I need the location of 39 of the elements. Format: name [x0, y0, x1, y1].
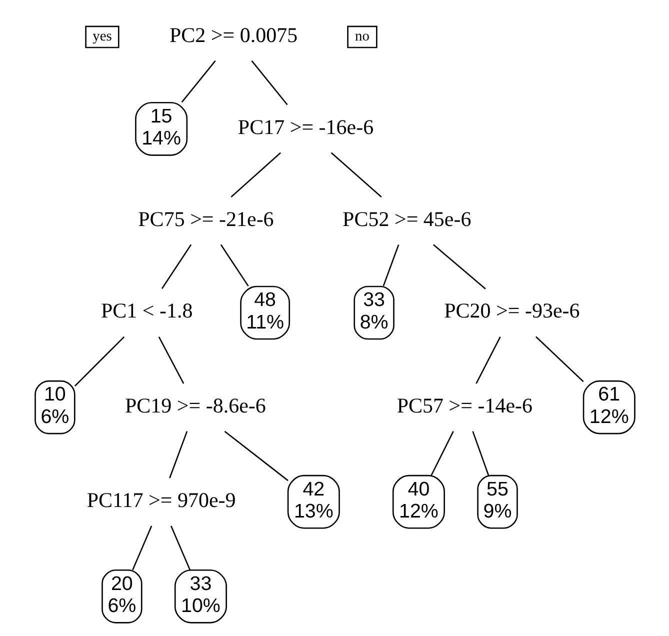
- node-text: PC75 >= -21e-6: [138, 206, 274, 231]
- connector: [168, 431, 188, 478]
- node-text: PC1 < -1.8: [100, 298, 192, 323]
- node-text: PC2 >= 0.0075: [168, 22, 298, 47]
- connector: [250, 60, 288, 106]
- connector: [432, 244, 486, 290]
- node-text: PC17 >= -16e-6: [237, 114, 374, 139]
- node-text: PC19 >= -8.6e-6: [124, 393, 266, 418]
- connector: [160, 244, 192, 289]
- connector: [180, 60, 216, 103]
- node-text: PC117 >= 970e-9: [86, 488, 236, 512]
- node-box: 15 14%: [134, 102, 188, 156]
- connector: [224, 430, 288, 482]
- connector: [430, 431, 454, 476]
- node-text: PC52 >= 45e-6: [342, 206, 471, 231]
- connector: [220, 244, 248, 286]
- node-box: 40 12%: [392, 474, 444, 529]
- connector: [230, 152, 281, 198]
- node-text: PC20 >= -93e-6: [444, 298, 580, 323]
- node-box: 42 13%: [286, 474, 340, 529]
- connector: [170, 526, 190, 570]
- node-box: no: [346, 26, 377, 48]
- node-box: 48 11%: [240, 286, 290, 340]
- node-box: 61 12%: [582, 380, 635, 434]
- connector: [535, 336, 584, 382]
- node-box: 55 9%: [476, 474, 518, 529]
- node-box: 33 10%: [174, 569, 226, 624]
- connector: [330, 152, 382, 198]
- node-text: PC57 >= -14e-6: [396, 393, 532, 418]
- connector: [158, 336, 184, 384]
- connector: [472, 431, 489, 476]
- connector: [132, 526, 152, 570]
- node-box: 10 6%: [34, 380, 75, 434]
- node-box: 33 8%: [353, 286, 394, 340]
- connector: [74, 336, 124, 386]
- connector: [475, 336, 500, 384]
- node-box: 20 6%: [101, 569, 142, 624]
- node-box: yes: [84, 26, 119, 48]
- connector: [382, 244, 399, 286]
